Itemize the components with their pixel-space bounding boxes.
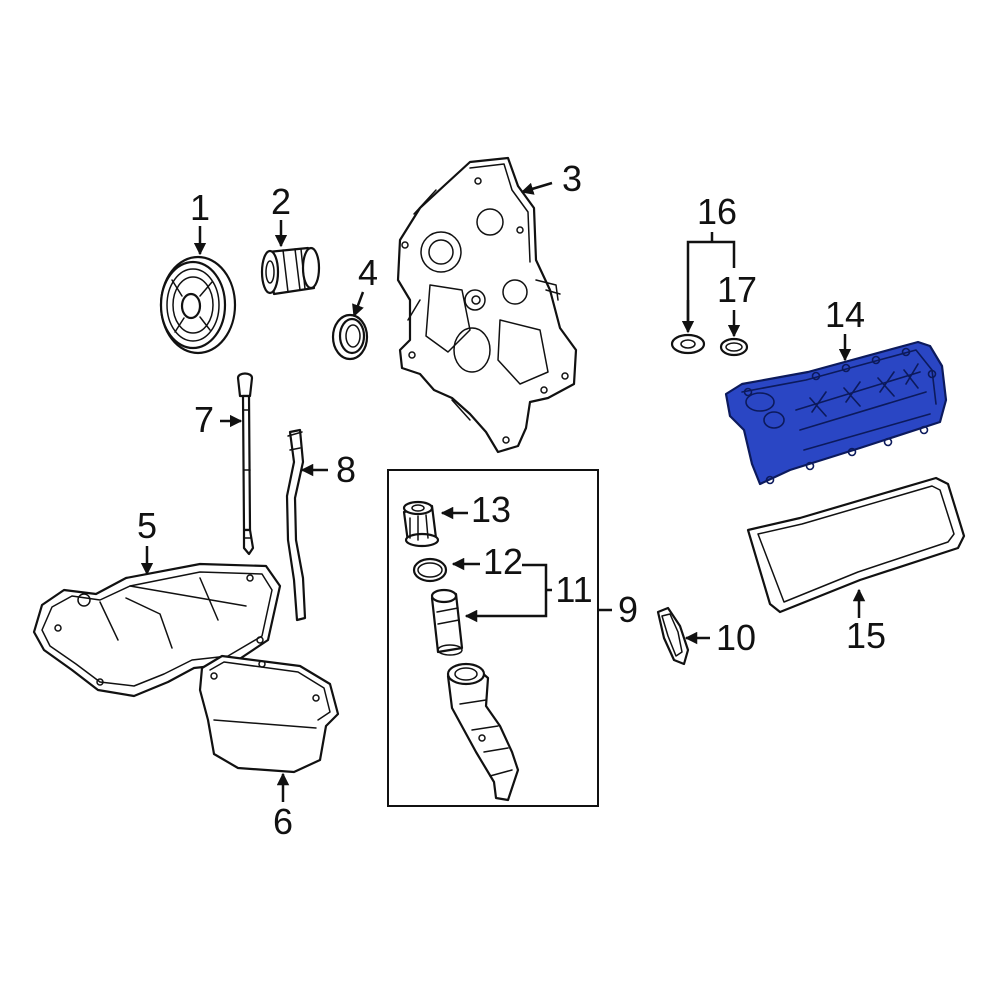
- callout-4-leader: [352, 291, 365, 318]
- callout-7: 7: [194, 399, 243, 440]
- dipstick-tube[interactable]: [285, 428, 307, 622]
- callout-6-label: 6: [273, 801, 293, 842]
- callout-11-label: 11: [555, 569, 592, 610]
- valve-cover-seal-ring[interactable]: [719, 337, 749, 357]
- callout-5: 5: [137, 505, 157, 576]
- callout-12: 12: [451, 541, 523, 582]
- callout-5-label: 5: [137, 505, 157, 546]
- callout-4-label: 4: [358, 252, 378, 293]
- valve-cover[interactable]: [724, 340, 948, 486]
- callout-10: 10: [684, 617, 756, 658]
- callout-2: 2: [271, 181, 291, 248]
- callout-8-label: 8: [336, 449, 356, 490]
- crankshaft-sleeve[interactable]: [260, 246, 321, 296]
- oil-filter-o-ring[interactable]: [412, 557, 448, 583]
- oil-dipstick[interactable]: [236, 372, 255, 556]
- callout-2-label: 2: [271, 181, 291, 222]
- filter-housing-gasket[interactable]: [656, 606, 690, 666]
- callout-3-label: 3: [562, 158, 582, 199]
- callout-8: 8: [300, 449, 356, 490]
- callout-9: 9: [598, 589, 638, 630]
- callout-1: 1: [190, 187, 210, 256]
- oil-filter-assembly-box: [387, 469, 599, 807]
- callout-10-label: 10: [716, 617, 756, 658]
- callout-16-label: 16: [697, 191, 737, 232]
- callout-13: 13: [440, 489, 511, 530]
- callout-4: 4: [352, 252, 378, 318]
- callout-3: 3: [520, 158, 582, 199]
- valve-cover-gasket[interactable]: [746, 476, 966, 614]
- callout-17: 17: [717, 269, 757, 338]
- callout-3-leader: [520, 181, 553, 195]
- front-crank-seal[interactable]: [331, 313, 369, 361]
- callout-16: 16: [681, 191, 737, 334]
- callout-14: 14: [825, 294, 865, 362]
- valve-cover-grommet[interactable]: [670, 333, 706, 355]
- callout-13-label: 13: [471, 489, 511, 530]
- callout-15: 15: [846, 588, 886, 656]
- timing-cover[interactable]: [396, 156, 578, 454]
- oil-filter-housing[interactable]: [446, 662, 520, 802]
- lower-oil-pan[interactable]: [198, 654, 340, 774]
- callout-11-bracket: [520, 563, 548, 618]
- callout-7-label: 7: [194, 399, 214, 440]
- oil-filter-cap[interactable]: [402, 500, 440, 548]
- callout-6: 6: [273, 772, 293, 842]
- oil-filter-element[interactable]: [430, 588, 464, 656]
- callout-12-label: 12: [483, 541, 523, 582]
- callout-15-label: 15: [846, 615, 886, 656]
- callout-11: 11: [464, 563, 593, 623]
- crankshaft-pulley[interactable]: [159, 255, 237, 355]
- callout-17-label: 17: [717, 269, 757, 310]
- callout-9-label: 9: [618, 589, 638, 630]
- callout-1-label: 1: [190, 187, 210, 228]
- callout-14-label: 14: [825, 294, 865, 335]
